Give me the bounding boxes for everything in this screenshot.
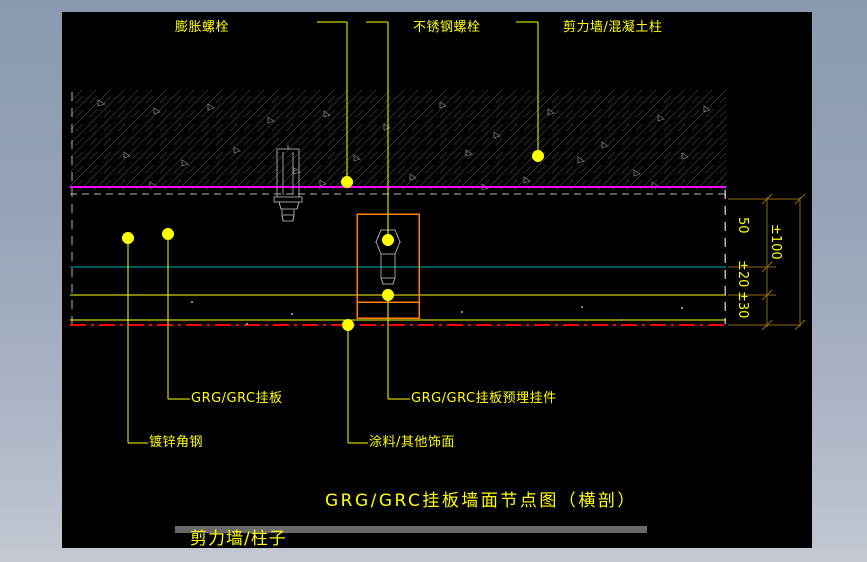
dimension-group — [728, 193, 806, 331]
callout-label-stainless-bolt: 不锈钢螺栓 — [413, 20, 481, 35]
drawing-title: GRG/GRC挂板墙面节点图（横剖） — [325, 491, 637, 511]
leader-endpoint-dots — [122, 150, 544, 331]
callout-label-grg-grc-embedded-hanger: GRG/GRC挂板预埋挂件 — [411, 391, 557, 406]
dimension-text-50: 50 — [735, 217, 750, 234]
title-gray-bar — [175, 526, 647, 533]
callout-label-shear-wall-column: 剪力墙/混凝土柱 — [563, 20, 663, 35]
dimension-text-100: ±100 — [768, 224, 783, 260]
callout-label-expansion-bolt: 膨胀螺栓 — [175, 20, 230, 35]
callout-label-grg-grc-panel: GRG/GRC挂板 — [191, 391, 283, 406]
callout-label-galvanized-angle-steel: 镀锌角钢 — [149, 435, 204, 450]
concrete-wall-hatch — [70, 90, 726, 190]
drawing-subtitle: 剪力墙/柱子 — [190, 529, 287, 548]
cad-drawing-svg[interactable] — [62, 12, 812, 548]
drawing-canvas[interactable]: 膨胀螺栓 不锈钢螺栓 剪力墙/混凝土柱 GRG/GRC挂板 镀锌角钢 GRG/G… — [62, 12, 812, 548]
stray-marker-dots — [191, 301, 683, 325]
expansion-bolt-detail[interactable] — [273, 145, 303, 222]
dimension-text-30: ±30 — [735, 291, 750, 319]
callout-label-coating-other-finish: 涂料/其他饰面 — [369, 435, 455, 450]
dimension-text-20: ±20 — [735, 260, 750, 288]
leader-lines — [127, 21, 539, 444]
